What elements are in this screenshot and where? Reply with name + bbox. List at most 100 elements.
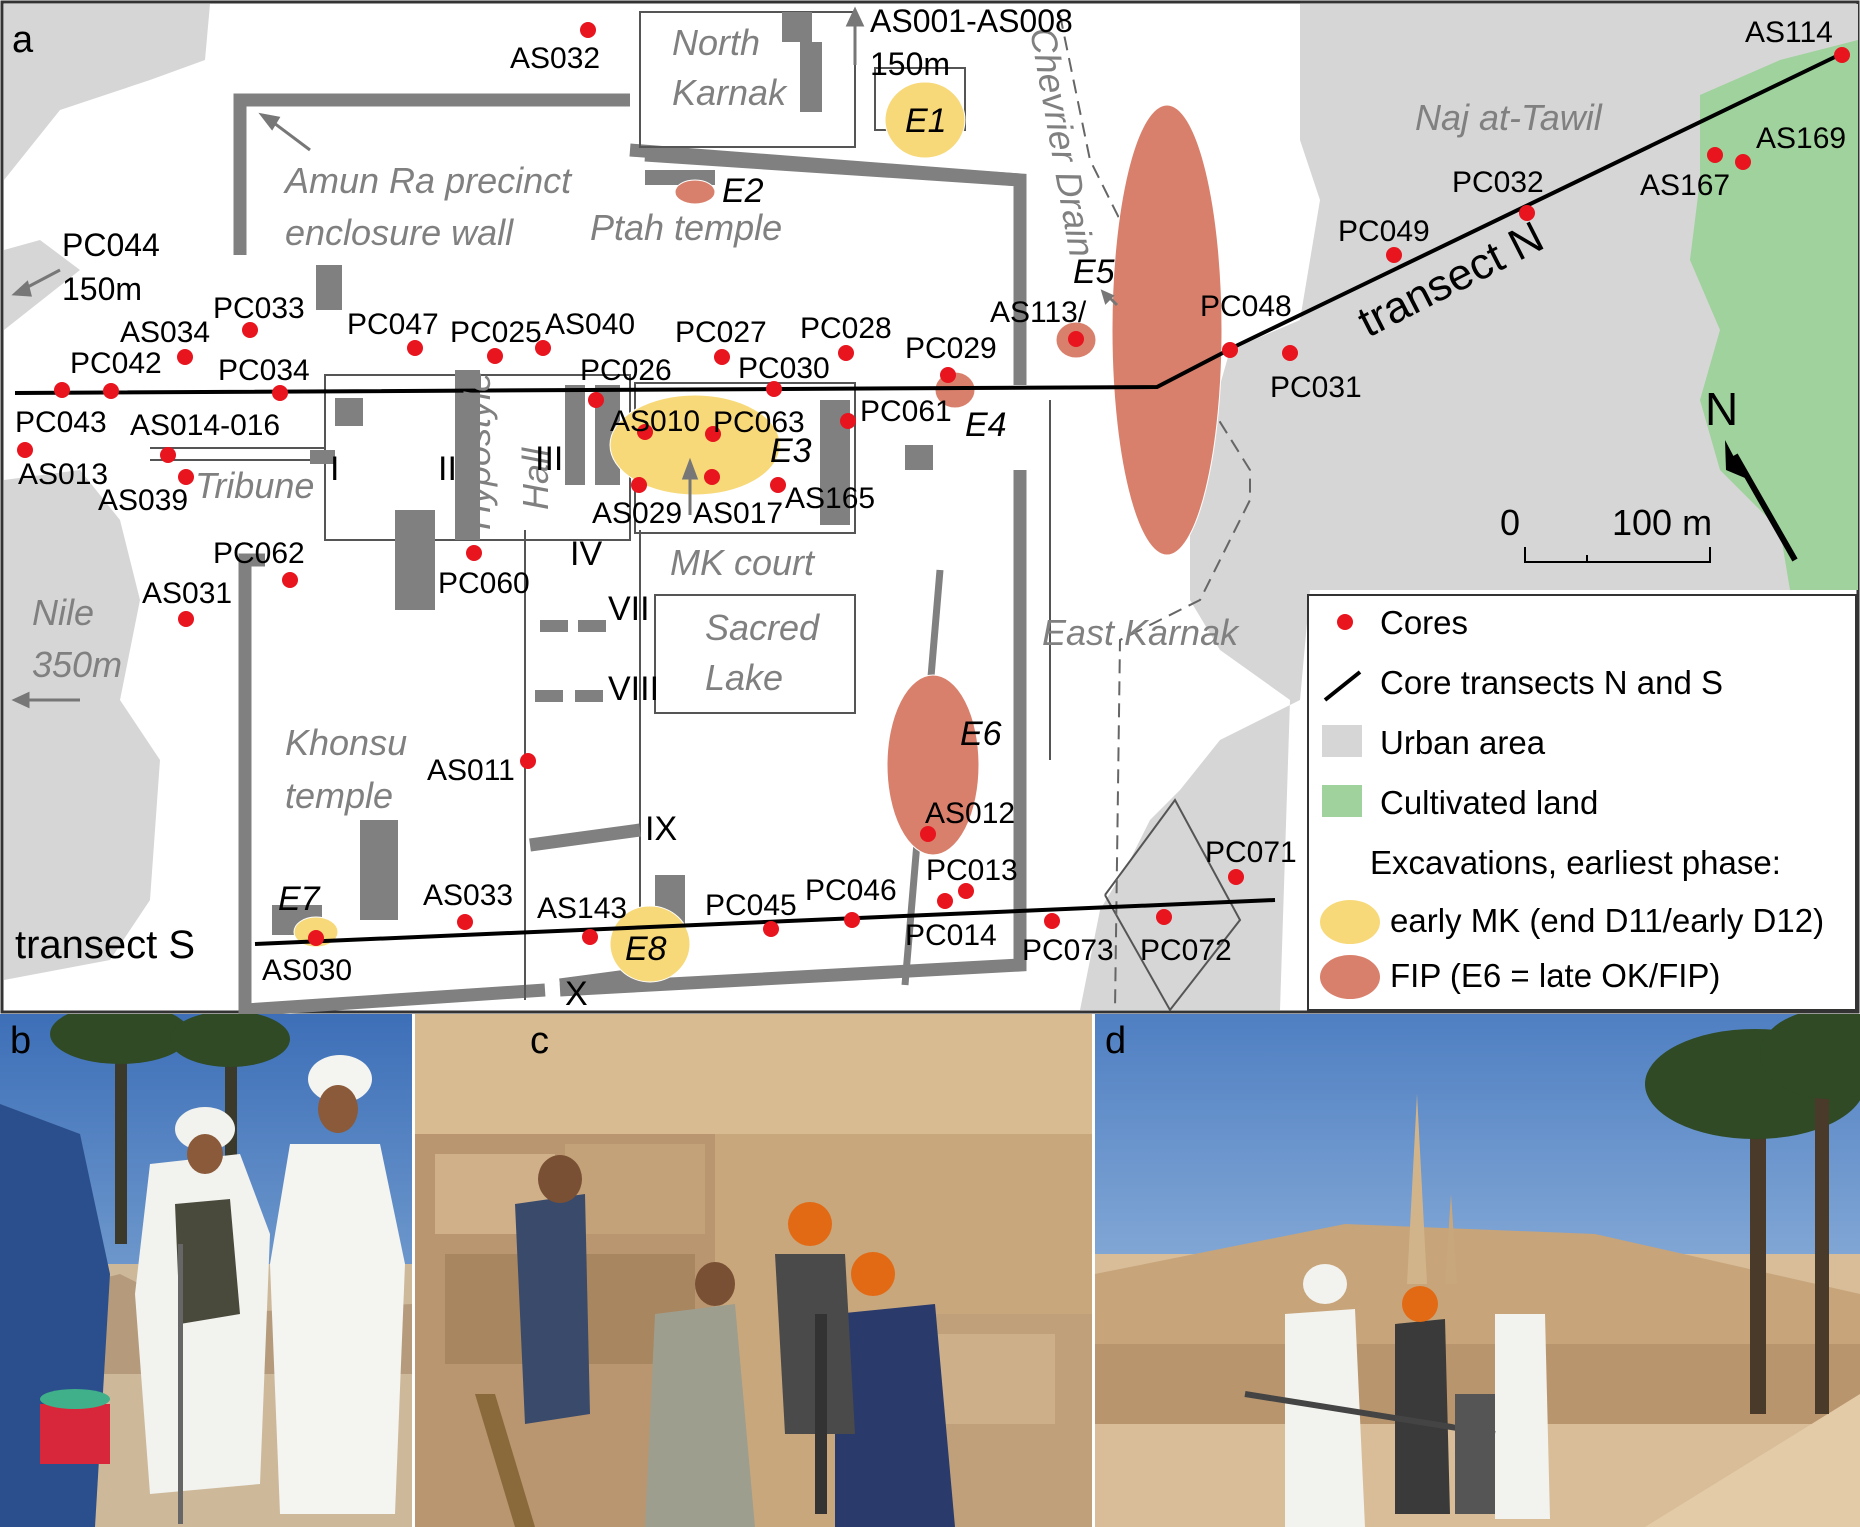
core-label: AS013 [18,458,108,491]
label-amun-wall-2: enclosure wall [285,212,514,253]
core-dot [178,611,194,627]
core-dot [17,442,33,458]
core-label: AS113/ [990,296,1087,329]
core-label: PC013 [926,854,1018,887]
core-dot [838,345,854,361]
core-dot [487,348,503,364]
core-label: AS034 [120,316,210,349]
core-dot [282,572,298,588]
excavation-e5 [1111,104,1223,556]
pylon-vii: VII [608,590,650,628]
core-label: PC027 [675,316,767,349]
legend-fip: FIP (E6 = late OK/FIP) [1390,957,1720,994]
core-dot [840,413,856,429]
core-label: PC032 [1452,166,1544,199]
core-dot [272,385,288,401]
label-e8: E8 [625,930,667,968]
label-east-karnak: East Karnak [1042,612,1240,653]
label-tribune: Tribune [195,465,314,506]
label-e7: E7 [278,880,321,918]
core-label: PC014 [905,919,997,952]
legend-transects: Core transects N and S [1380,664,1723,701]
label-e5: E5 [1073,253,1115,291]
core-dot [940,367,956,383]
karnak-map: North Karnak Amun Ra precinct enclosure … [0,0,1860,1014]
pylon-x: X [565,975,588,1013]
label-mk-court: MK court [670,542,816,583]
core-dot [1386,247,1402,263]
label-sacred-2: Lake [705,657,783,698]
core-dot [920,826,936,842]
pylon-x [559,968,636,992]
legend: Cores Core transects N and S Urban area … [1307,594,1857,1011]
panel-letter-b: b [10,1020,32,1062]
core-label: PC062 [213,537,305,570]
core-dot [704,469,720,485]
label-as001: AS001-AS008 [870,3,1073,39]
core-dot [580,22,596,38]
label-pc044-distance: 150m [62,271,142,307]
legend-urban: Urban area [1380,724,1546,761]
label-nile: Nile [32,592,94,633]
panel-letter-c: c [530,1020,549,1062]
pylon-i: I [330,450,339,488]
core-dot [535,340,551,356]
core-dot [766,381,782,397]
label-naj: Naj at-Tawil [1415,97,1603,138]
label-e2: E2 [722,172,764,210]
core-label: PC046 [805,874,897,907]
core-label: AS011 [427,754,515,787]
label-e4: E4 [965,406,1007,444]
wall-segment [316,265,342,310]
scale-zero: 0 [1500,502,1520,543]
temple-structures [272,12,933,935]
excavation-e1 [884,81,966,159]
core-label: AS014-016 [130,409,280,442]
core-label: AS167 [1640,169,1730,202]
urban-area [4,4,1858,1010]
core-dot [1068,331,1084,347]
core-dot [1282,345,1298,361]
legend-early-mk: early MK (end D11/early D12) [1390,902,1824,939]
core-label: PC063 [713,406,805,439]
core-label: AS165 [785,482,875,515]
label-hall: Hall [515,447,556,510]
core-dot [714,349,730,365]
core-label: AS169 [1756,122,1846,155]
core-label: PC034 [218,354,310,387]
core-dot [1228,869,1244,885]
panel-letter-d: d [1105,1020,1127,1062]
core-dot [177,349,193,365]
core-label: AS114 [1745,16,1833,49]
core-label: PC028 [800,312,892,345]
north-arrow: N [1705,383,1798,562]
transect-n-line [14,53,1840,395]
scale-label: 100 m [1612,502,1712,543]
label-transect-s: transect S [15,923,195,967]
core-dot [1735,154,1751,170]
offsite-labels: AS001-AS008 150m PC044 150m [62,3,1073,307]
core-dot [631,477,647,493]
core-dot [588,392,604,408]
core-dot [242,322,258,338]
label-ptah-temple: Ptah temple [590,207,782,248]
label-nile-distance: 350m [32,644,122,685]
core-dot [457,914,473,930]
core-label: PC060 [438,567,530,600]
label-e3: E3 [770,432,812,470]
legend-cultivated: Cultivated land [1380,784,1598,821]
transect-s-line [254,898,1276,946]
core-label: PC045 [705,889,797,922]
core-label: PC047 [347,308,439,341]
core-dot [54,382,70,398]
core-label: AS033 [423,879,513,912]
panel-letter-a: a [12,19,34,61]
legend-cores: Cores [1380,604,1468,641]
cores: AS032PC033AS034PC042PC043PC034AS013AS014… [15,16,1850,987]
core-dot [178,469,194,485]
label-north-karnak-2: Karnak [672,72,788,113]
core-dot [582,929,598,945]
pylon-iii: III [535,440,563,478]
core-label: PC042 [70,347,162,380]
label-pc044: PC044 [62,227,160,263]
